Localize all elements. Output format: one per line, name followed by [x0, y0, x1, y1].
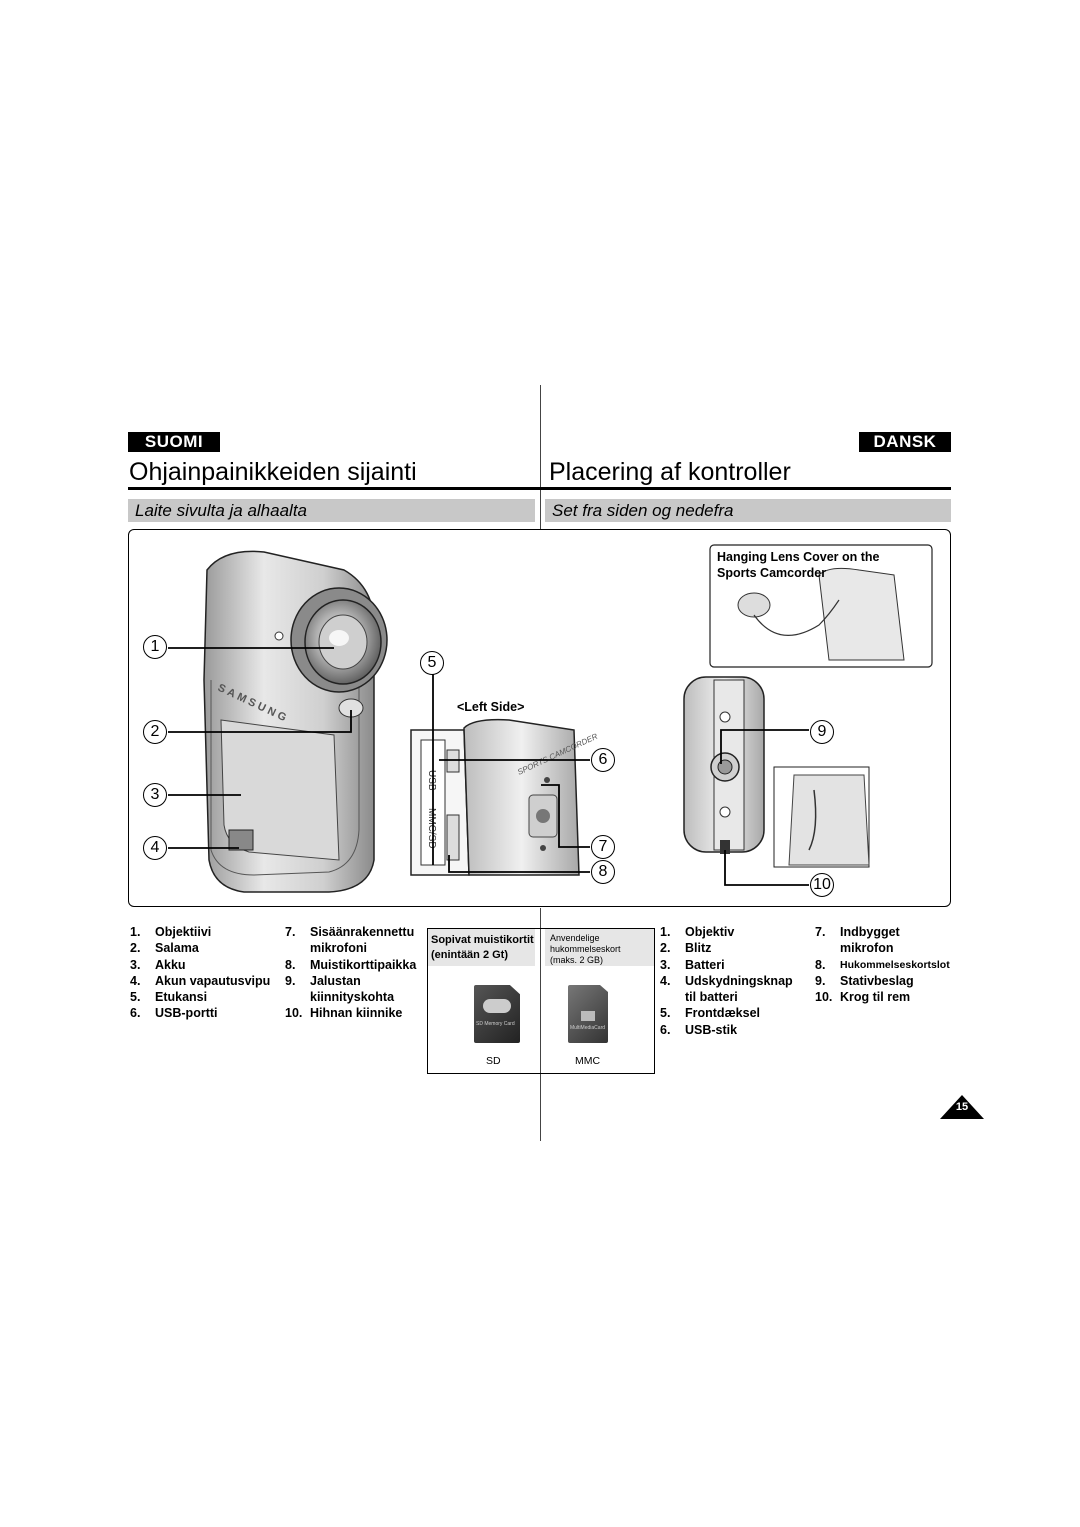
title-rule: [128, 487, 951, 490]
list-item: 8.Muistikorttipaikka: [285, 957, 417, 972]
center-divider-bottom: [540, 908, 541, 1141]
callout-8: 8: [591, 860, 615, 884]
cards-title-finnish-line2: (enintään 2 Gt): [431, 949, 509, 961]
mmc-card-text: MultiMediaCard: [570, 1025, 606, 1031]
cards-title-danish-line1: Anvendelige: [550, 933, 600, 943]
inset-caption-line1: Hanging Lens Cover on the: [717, 550, 880, 564]
callout-1: 1: [143, 635, 167, 659]
callout-3: 3: [143, 783, 167, 807]
page-title-danish: Placering af kontroller: [549, 458, 791, 486]
center-divider-top: [540, 385, 541, 529]
callout-7: 7: [591, 835, 615, 859]
mmc-label: MMC: [575, 1055, 601, 1067]
danish-parts-list-col1: 1.Objektiv 2.Blitz 3.Batteri 4.Udskydnin…: [660, 924, 793, 1038]
list-item: 2.Salama: [130, 941, 199, 956]
cards-header-danish-bg: [545, 928, 655, 966]
list-item: 7.Indbygget: [815, 925, 900, 939]
list-item: 1.Objektiv: [660, 925, 735, 939]
list-item: 4.Akun vapautusvipu: [130, 973, 271, 988]
section-heading-danish: Set fra siden og nedefra: [545, 499, 951, 522]
list-item: mikrofon: [840, 941, 894, 956]
callout-6: 6: [591, 748, 615, 772]
list-item: 6.USB-portti: [130, 1006, 218, 1021]
list-item: 10.Krog til rem: [815, 990, 911, 1005]
usb-port-label: USB: [426, 770, 437, 791]
left-side-label: <Left Side>: [457, 700, 525, 714]
callout-9: 9: [810, 720, 834, 744]
sd-logo-icon: [483, 999, 511, 1013]
list-item: 9.Jalustan: [285, 973, 361, 988]
sd-card-text: SD Memory Card: [476, 1021, 515, 1027]
list-item: 3.Batteri: [660, 957, 725, 972]
callout-2: 2: [143, 720, 167, 744]
language-badge-dansk: DANSK: [859, 432, 951, 452]
callout-10: 10: [810, 873, 834, 897]
cards-title-finnish-line1: Sopivat muistikortit: [431, 934, 534, 946]
mmc-card-image: MultiMediaCard: [568, 985, 608, 1043]
cards-title-danish-line3: (maks. 2 GB): [550, 955, 604, 965]
list-item: 7.Sisäänrakennettu: [285, 925, 415, 939]
camcorder-diagram: SAMSUNG USB MMC/SD SPORTS CAMCORDER: [128, 529, 951, 907]
list-item: 6.USB-stik: [660, 1022, 738, 1037]
page-title-finnish: Ohjainpainikkeiden sijainti: [129, 458, 417, 486]
list-item: kiinnityskohta: [310, 990, 395, 1005]
page-number-triangle-icon: [940, 1095, 984, 1119]
list-item: mikrofoni: [310, 941, 367, 956]
mmc-logo-icon: [581, 1011, 595, 1021]
list-item: 5.Frontdæksel: [660, 1006, 761, 1021]
callout-4: 4: [143, 836, 167, 860]
mmc-slot-label: MMC/SD: [426, 808, 437, 849]
finnish-parts-list-col1: 1.Objektiivi 2.Salama 3.Akku 4.Akun vapa…: [130, 924, 270, 1022]
inset-caption-line2: Sports Camcorder: [717, 566, 827, 580]
list-item: 3.Akku: [130, 957, 186, 972]
section-heading-finnish: Laite sivulta ja alhaalta: [128, 499, 535, 522]
list-item: 2.Blitz: [660, 941, 712, 956]
sd-card-image: SD Memory Card: [474, 985, 520, 1043]
language-badge-suomi: SUOMI: [128, 432, 220, 452]
cards-header-finnish-bg: [427, 928, 535, 966]
danish-parts-list-col2: 7.Indbygget mikrofon 8.Hukommelseskortsl…: [815, 924, 950, 1005]
list-item: 8.Hukommelseskortslot: [815, 957, 950, 972]
camcorder-illustration: SAMSUNG USB MMC/SD SPORTS CAMCORDER: [168, 544, 933, 893]
cards-title-danish-line2: hukommelseskort: [550, 944, 621, 954]
memory-cards-box: Sopivat muistikortit (enintään 2 Gt) Anv…: [427, 928, 655, 1074]
list-item: 4.Udskydningsknap: [660, 973, 793, 988]
page-number: 15: [955, 1101, 969, 1113]
callout-5: 5: [420, 651, 444, 675]
finnish-parts-list-col2: 7.Sisäänrakennettu mikrofoni 8.Muistikor…: [285, 924, 416, 1022]
list-item: 5.Etukansi: [130, 990, 208, 1005]
list-item: 1.Objektiivi: [130, 925, 212, 939]
list-item: til batteri: [685, 990, 738, 1005]
list-item: 10.Hihnan kiinnike: [285, 1006, 403, 1021]
list-item: 9.Stativbeslag: [815, 973, 914, 988]
sd-label: SD: [486, 1055, 501, 1067]
